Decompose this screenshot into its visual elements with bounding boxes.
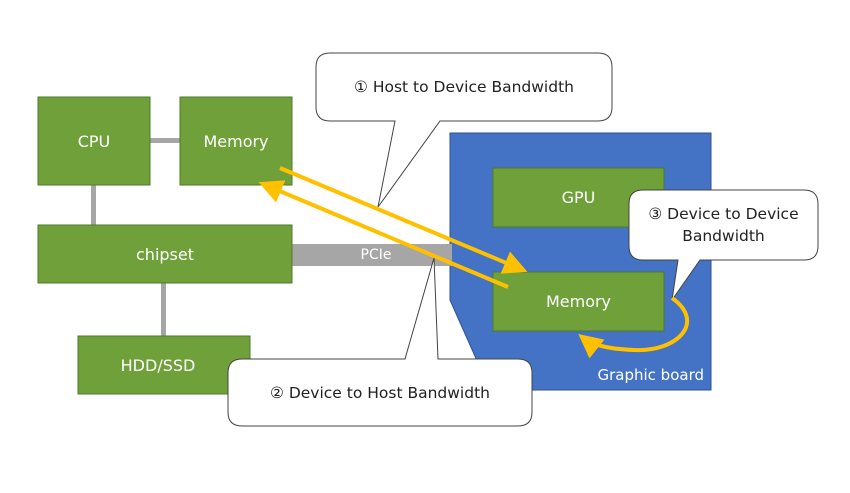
chipset-storage-link (161, 283, 166, 336)
storage-label: HDD/SSD (120, 355, 196, 375)
cpu-box (37, 96, 151, 186)
chipset-label: chipset (136, 244, 194, 264)
host-memory-label: Memory (203, 131, 269, 151)
device-memory-box (492, 271, 665, 332)
gpu-label: GPU (561, 188, 596, 207)
cpu-memory-link (150, 138, 182, 143)
callout-host-to-device (315, 52, 613, 208)
graphic-board-label: Graphic board (597, 366, 704, 384)
device-memory-label: Memory (545, 292, 612, 311)
host-memory-box (179, 96, 293, 186)
pcie-bus (292, 244, 452, 266)
host-to-device-arrow (279, 166, 528, 274)
callout-device-to-host-text: ② Device to Host Bandwidth (270, 383, 490, 402)
callout-device-to-device (628, 189, 819, 301)
callout-device-to-host (227, 257, 533, 427)
device-to-host-arrow (258, 180, 509, 289)
pcie-label: PCIe (360, 247, 392, 263)
cpu-chipset-link (91, 185, 96, 225)
callout-host-to-device-text: ① Host to Device Bandwidth (354, 78, 574, 96)
cpu-label: CPU (77, 131, 111, 151)
chipset-box (37, 224, 293, 284)
device-to-device-arrow (578, 296, 690, 359)
callout-device-to-device-text: ③ Device to Device Bandwidth (648, 205, 799, 245)
